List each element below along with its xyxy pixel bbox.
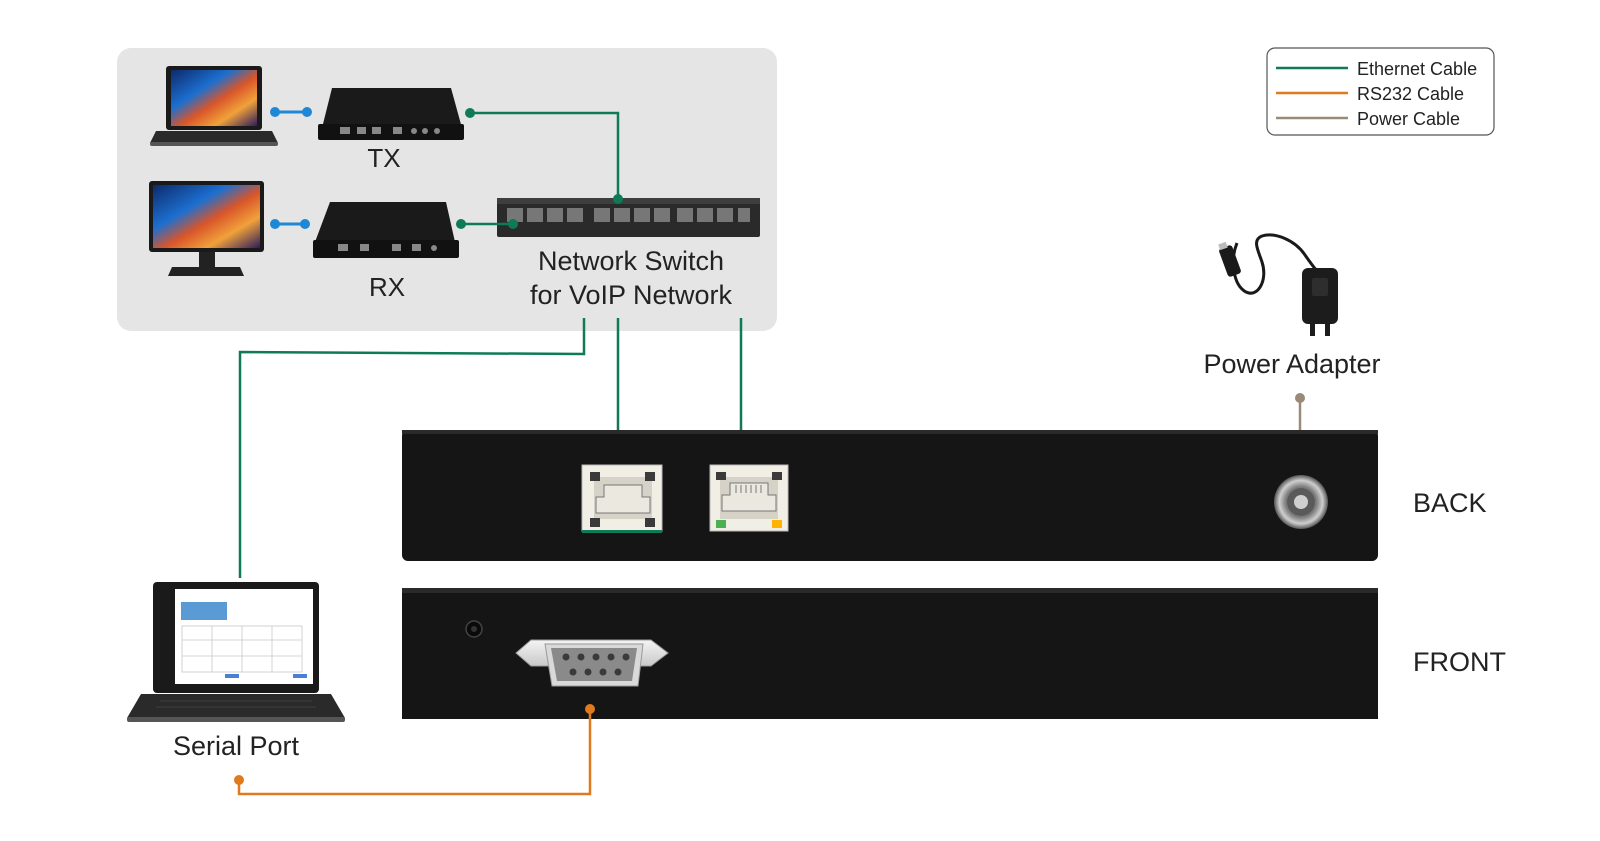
legend-power-cable: Power Cable <box>1276 109 1460 129</box>
rx-monitor <box>149 181 264 276</box>
power-adapter-label: Power Adapter <box>1203 349 1380 379</box>
power-adapter-icon <box>1218 233 1338 336</box>
rx-label: RX <box>369 272 405 302</box>
rs232-cable <box>234 704 595 796</box>
voip-network-panel <box>117 48 777 331</box>
legend-power-label: Power Cable <box>1357 109 1460 129</box>
db9-serial-port-icon <box>515 639 669 687</box>
led-indicator-icon <box>465 620 483 638</box>
serial-port-laptop <box>127 582 345 722</box>
rx-hdmi-link <box>270 219 310 229</box>
back-label: BACK <box>1413 488 1487 518</box>
power-jack-icon <box>1274 475 1328 529</box>
back-panel <box>402 430 1378 561</box>
serial-port-label: Serial Port <box>173 731 300 761</box>
switch-label-line1: Network Switch <box>538 246 724 276</box>
switch-label-line2: for VoIP Network <box>530 280 733 310</box>
monitor-icon <box>149 181 264 276</box>
legend: Ethernet Cable RS232 Cable Power Cable <box>1266 47 1495 136</box>
legend-rs232-cable: RS232 Cable <box>1276 84 1464 104</box>
front-label: FRONT <box>1413 647 1506 677</box>
legend-ethernet-cable: Ethernet Cable <box>1276 59 1477 79</box>
legend-rs232-label: RS232 Cable <box>1357 84 1464 104</box>
tx-laptop <box>150 66 278 146</box>
rx-extender-icon <box>313 202 459 258</box>
network-switch-icon <box>497 198 760 237</box>
laptop-icon <box>150 66 278 146</box>
laptop-icon <box>127 582 345 722</box>
rj45-port-icon <box>709 464 789 532</box>
tx-label: TX <box>367 143 400 173</box>
legend-ethernet-label: Ethernet Cable <box>1357 59 1477 79</box>
rj45-port-icon <box>581 464 663 533</box>
tx-hdmi-link <box>270 107 312 117</box>
tx-extender-icon <box>318 88 464 140</box>
